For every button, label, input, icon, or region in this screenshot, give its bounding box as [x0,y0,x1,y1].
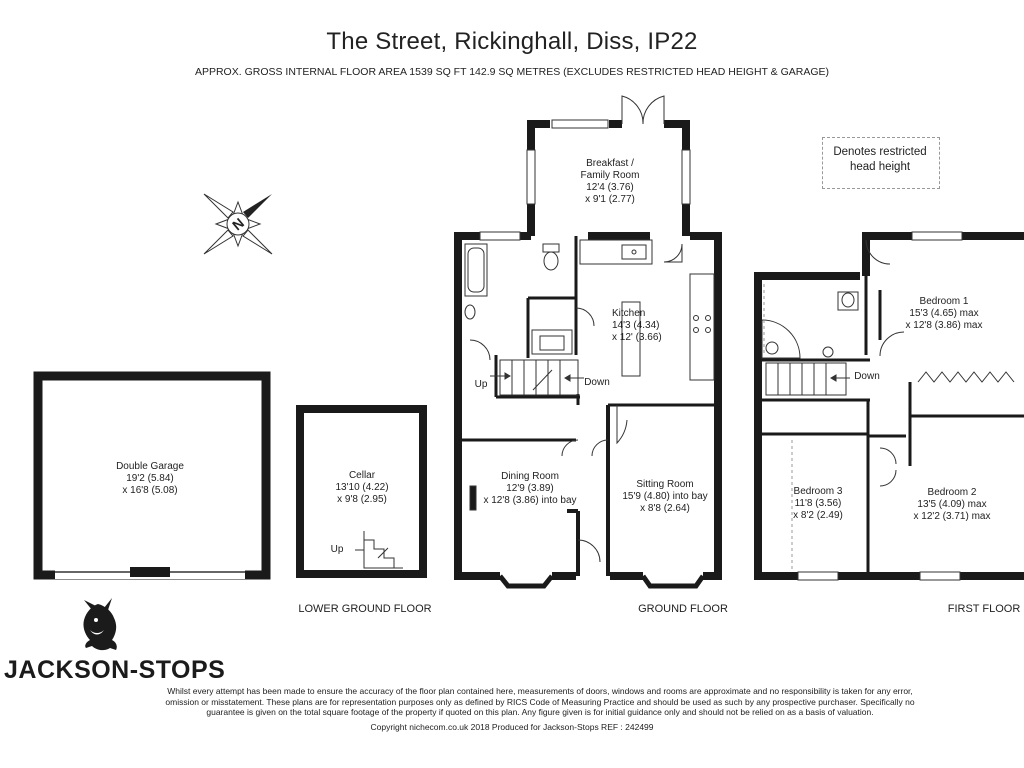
room-label-bedroom-3: Bedroom 3 11'8 (3.56) x 8'2 (2.49) [780,486,856,522]
breakfast-dim2: x 9'1 (2.77) [585,194,635,205]
restricted-head-height-legend-box [822,137,940,189]
plan-subtitle: APPROX. GROSS INTERNAL FLOOR AREA 1539 S… [194,66,830,78]
bedroom1-dim1: 15'3 (4.65) max [909,308,979,319]
disclaimer-text: Whilst every attempt has been made to en… [165,686,915,717]
cellar-dim1: 13'10 (4.22) [335,482,389,493]
floor-label-first: FIRST FLOOR [947,603,1021,615]
plan-title: The Street, Rickinghall, Diss, IP22 [326,28,698,55]
bedroom1-name: Bedroom 1 [919,296,969,307]
bay-windows [498,574,706,589]
floor-label-lower-ground: LOWER GROUND FLOOR [298,603,432,615]
floor-label-ground: GROUND FLOOR [638,603,728,615]
sitting-dim2: x 8'8 (2.64) [640,503,690,514]
dining-name: Dining Room [501,471,559,482]
footer-text: Copyright nichecom.co.uk 2018 Produced f… [370,722,654,732]
brand-name: JACKSON-STOPS [4,656,226,684]
first-floor-walls [754,232,1024,580]
garage-door-pier [130,567,170,577]
cellar-dim2: x 9'8 (2.95) [337,494,387,505]
bedroom2-dim1: 13'5 (4.09) max [917,499,987,510]
room-label-breakfast: Breakfast / Family Room 12'4 (3.76) x 9'… [560,158,660,206]
room-label-kitchen: Kitchen 14'3 (4.34) x 12' (3.66) [612,308,680,344]
cellar-walls [296,405,427,578]
room-label-garage: Double Garage 19'2 (5.84) x 16'8 (5.08) [90,461,210,497]
first-stairs-down-label: Down [854,371,880,382]
kitchen-dim1: 14'3 (4.34) [612,320,660,331]
cellar-name: Cellar [348,470,376,481]
breakfast-name-2: Family Room [580,170,640,181]
restricted-head-height-legend: Denotes restricted head height [822,145,938,175]
cellar-stairs [355,531,403,569]
restricted-head-height-area [763,284,793,570]
kitchen-dim2: x 12' (3.66) [612,332,662,343]
sitting-name: Sitting Room [636,479,694,490]
bedroom3-dim1: 11'8 (3.56) [794,498,842,509]
french-doors [621,95,665,125]
kitchen-name: Kitchen [612,308,646,319]
ground-floor-windows [479,119,691,241]
ground-stairs-down-label: Down [584,377,610,388]
bedroom3-name: Bedroom 3 [793,486,843,497]
garage-dim1: 19'2 (5.84) [126,473,174,484]
compass-icon: N [203,193,273,255]
ground-stairs-up-label: Up [474,379,488,390]
first-floor-fittings [761,239,1015,487]
room-label-cellar: Cellar 13'10 (4.22) x 9'8 (2.95) [312,470,412,506]
dining-dim2: x 12'8 (3.86) into bay [483,495,577,506]
bedroom2-name: Bedroom 2 [927,487,977,498]
sitting-dim1: 15'9 (4.80) into bay [622,491,708,502]
legend-line-1: Denotes restricted [833,146,927,158]
garage-name: Double Garage [116,461,184,472]
first-floor-stairs [765,362,850,396]
breakfast-dim1: 12'4 (3.76) [586,182,634,193]
room-label-dining: Dining Room 12'9 (3.89) x 12'8 (3.86) in… [470,471,590,507]
cellar-stairs-up-label: Up [330,544,344,555]
bedroom3-dim2: x 8'2 (2.49) [793,510,843,521]
room-label-bedroom-1: Bedroom 1 15'3 (4.65) max x 12'8 (3.86) … [884,296,1004,332]
first-floor-windows [797,231,963,581]
room-label-sitting: Sitting Room 15'9 (4.80) into bay x 8'8 … [612,479,718,515]
bedroom1-dim2: x 12'8 (3.86) max [905,320,983,331]
ground-floor-fittings [464,239,715,563]
ground-floor-stairs [490,359,584,396]
garage-dim2: x 16'8 (5.08) [122,485,178,496]
dining-dim1: 12'9 (3.89) [506,483,554,494]
legend-line-2: head height [849,161,911,173]
breakfast-name-1: Breakfast / [586,158,634,169]
bedroom2-dim2: x 12'2 (3.71) max [913,511,991,522]
room-label-bedroom-2: Bedroom 2 13'5 (4.09) max x 12'2 (3.71) … [892,487,1012,523]
